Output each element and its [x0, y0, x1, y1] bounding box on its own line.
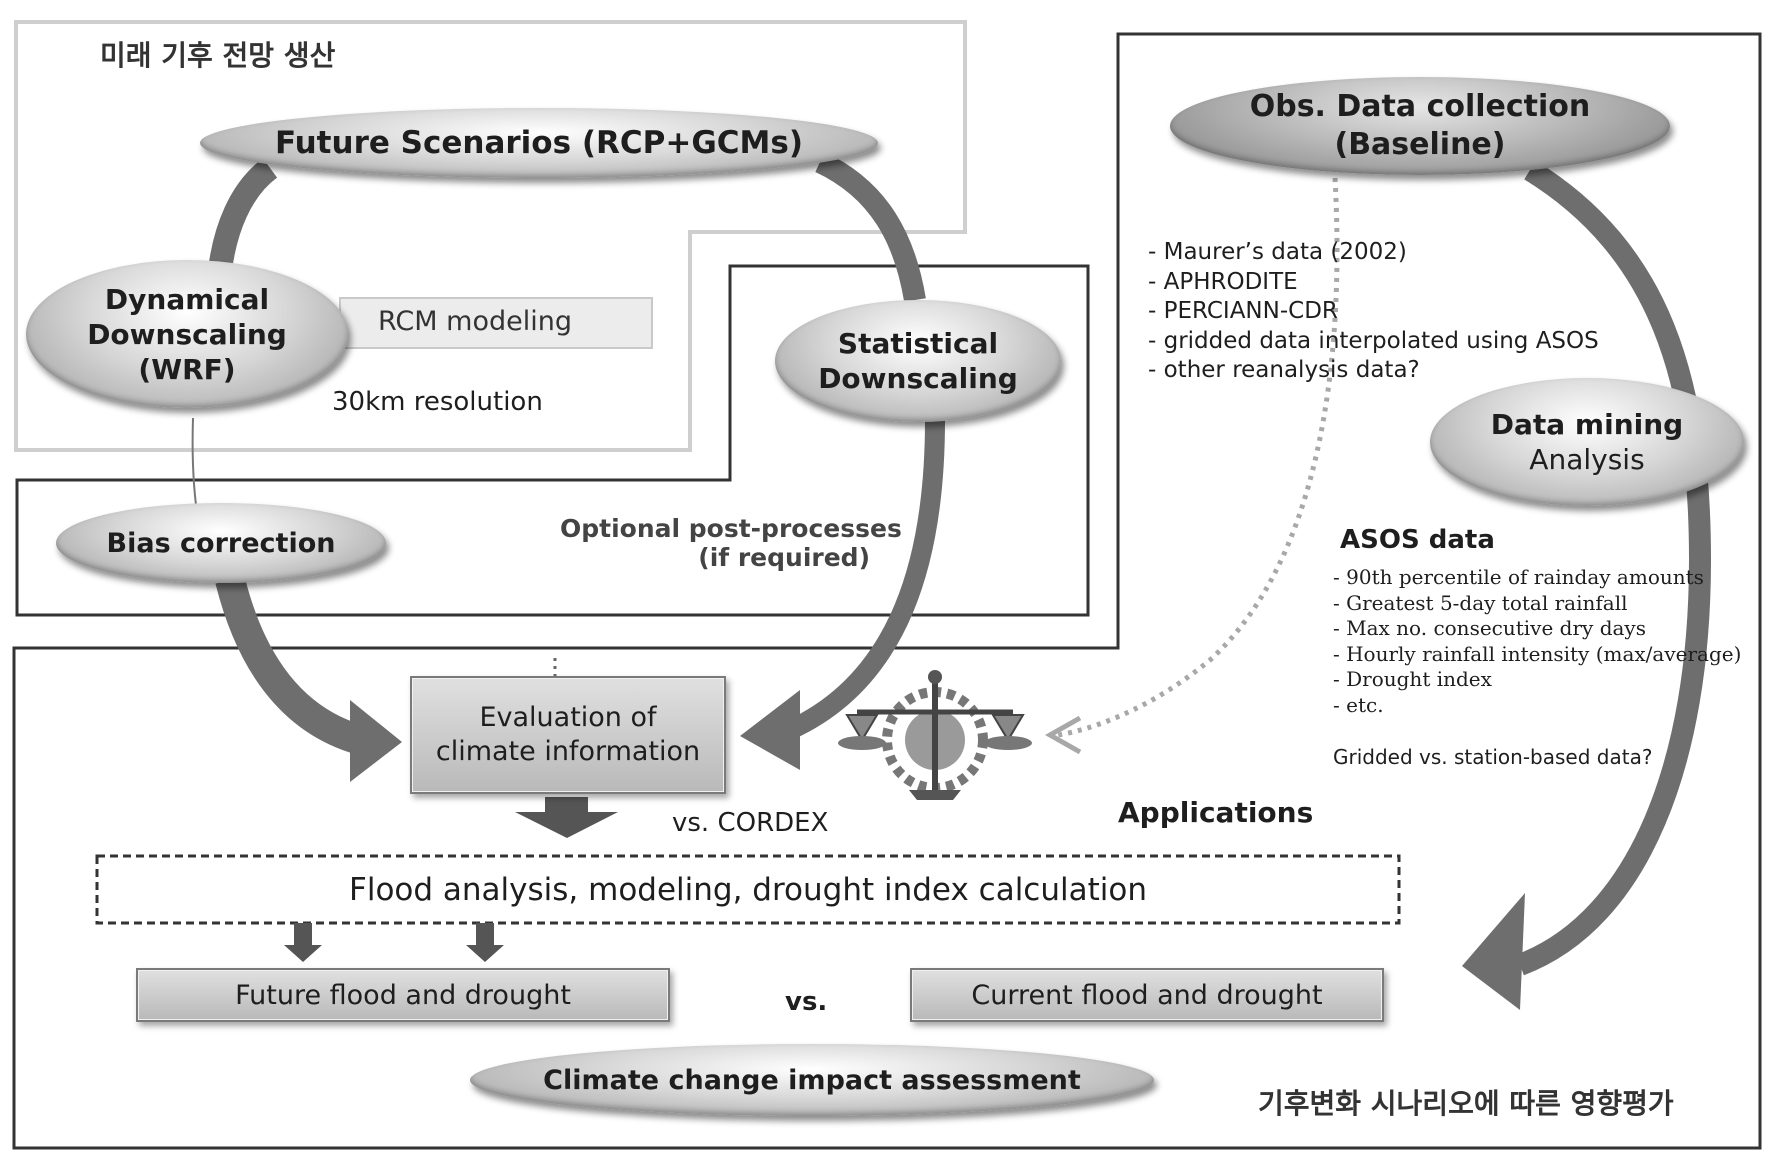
arrowhead-obs-to-current: [1462, 893, 1525, 1010]
obs-line-2: (Baseline): [1334, 127, 1506, 162]
obs-line-1: Obs. Data collection: [1249, 89, 1591, 124]
list-item: - etc.: [1333, 692, 1384, 717]
impact-assessment-title: 기후변화 시나리오에 따른 영향평가: [1258, 1087, 1674, 1120]
optional-post-label: Optional post-processes (if required): [560, 514, 902, 573]
applications-label: Applications: [1118, 796, 1314, 829]
arrow-obs-to-current: [1516, 160, 1712, 976]
evaluation-line-2: climate information: [435, 736, 701, 767]
arrow-statistical-to-evaluation: [785, 419, 945, 740]
list-item: - APHRODITE: [1148, 268, 1298, 295]
arrow-flood-to-future-2: [466, 923, 504, 962]
list-item: - 90th percentile of rainday amounts: [1333, 565, 1704, 589]
data-mining-line-1: Data mining: [1490, 408, 1684, 441]
dynamical-line-1: Dynamical: [104, 282, 270, 316]
dynamical-line-2: Downscaling: [87, 317, 287, 351]
future-scenarios-node: Future Scenarios (RCP+GCMs): [200, 108, 878, 178]
list-item: - Drought index: [1333, 667, 1492, 692]
data-mining-line-2: Analysis: [1529, 443, 1645, 476]
list-item: - Max no. consecutive dry days: [1333, 616, 1646, 641]
arrow-bias-to-evaluation: [215, 576, 365, 755]
list-item: - PERCIANN-CDR: [1148, 298, 1338, 324]
arrow-scenarios-to-dynamical: [208, 158, 278, 272]
climate-impact-node: Climate change impact assessment: [470, 1044, 1154, 1116]
obs-data-collection-node: Obs. Data collection (Baseline): [1170, 77, 1670, 175]
rcm-modeling-label: RCM modeling: [378, 306, 572, 337]
bias-correction-node: Bias correction: [56, 503, 386, 583]
list-item: - Greatest 5-day total rainfall: [1333, 590, 1628, 615]
statistical-line-2: Downscaling: [818, 362, 1018, 395]
dynamical-downscaling-node: Dynamical Downscaling (WRF): [26, 260, 348, 408]
statistical-line-1: Statistical: [837, 327, 999, 360]
gridded-question-label: Gridded vs. station-based data?: [1333, 745, 1653, 769]
evaluation-node: Evaluation of climate information: [410, 676, 726, 794]
list-item: - other reanalysis data?: [1148, 357, 1420, 383]
future-flood-node: Future flood and drought: [136, 968, 670, 1022]
dynamical-line-3: (WRF): [138, 352, 236, 386]
vs-cordex-label: vs. CORDEX: [672, 808, 829, 838]
flood-analysis-node: Flood analysis, modeling, drought index …: [349, 871, 1147, 908]
statistical-downscaling-node: Statistical Downscaling: [775, 300, 1061, 422]
list-item: - Maurer’s data (2002): [1148, 239, 1407, 265]
flood-analysis-frame: [95, 854, 1401, 925]
vs-label: vs.: [785, 987, 828, 1017]
post-process-region: [15, 264, 1090, 617]
evaluation-line-1: Evaluation of: [479, 702, 657, 733]
balance-scale-icon: [838, 670, 1032, 800]
optional-post-line-1: Optional post-processes: [560, 514, 902, 543]
obs-sources-list: - Maurer’s data (2002) - APHRODITE - PER…: [1148, 238, 1599, 386]
asos-data-label: ASOS data: [1340, 525, 1495, 555]
current-flood-node: Current flood and drought: [910, 968, 1384, 1022]
asos-items-list: - 90th percentile of rainday amounts - G…: [1333, 565, 1741, 719]
list-item: - Hourly rainfall intensity (max/average…: [1333, 641, 1742, 666]
list-item: - gridded data interpolated using ASOS: [1148, 327, 1599, 354]
future-climate-title: 미래 기후 전망 생산: [100, 39, 336, 72]
arrow-scenarios-to-statistical: [815, 152, 926, 302]
arrow-flood-to-future-1: [284, 923, 322, 962]
resolution-label: 30km resolution: [332, 387, 543, 417]
optional-post-line-2: (if required): [698, 542, 870, 572]
data-mining-node: Data mining Analysis: [1430, 378, 1744, 506]
arrow-evaluation-down: [515, 797, 618, 838]
future-climate-region: [14, 20, 967, 452]
